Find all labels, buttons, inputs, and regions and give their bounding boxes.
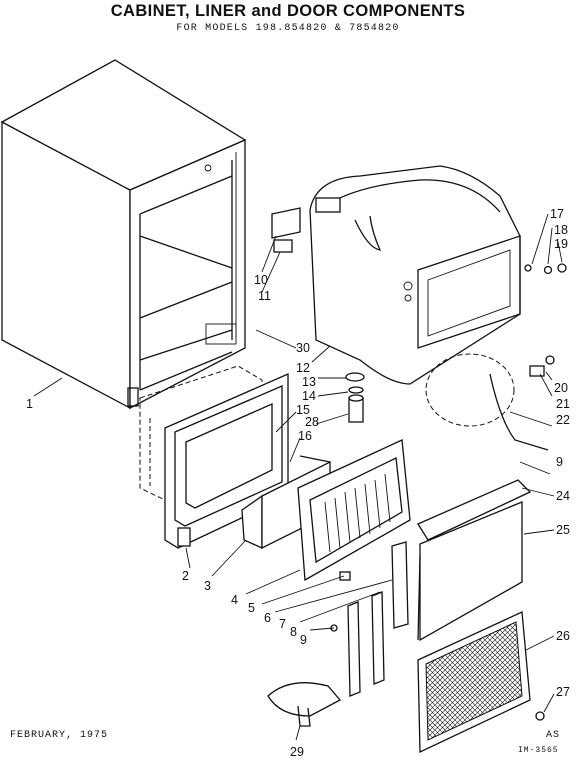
bracket-part-10-11 <box>271 207 301 253</box>
callout-18: 18 <box>554 223 568 237</box>
callout-22: 22 <box>556 413 570 427</box>
callout-5: 5 <box>248 601 255 615</box>
screws-parts-17-19 <box>524 263 567 275</box>
evaporator-grille-part-4 <box>297 439 411 582</box>
callout-30: 30 <box>296 341 310 355</box>
callout-26: 26 <box>556 629 570 643</box>
trim-parts-6-7-8 <box>330 541 409 697</box>
leader-lines <box>33 213 563 741</box>
callout-8: 8 <box>290 625 297 639</box>
callout-1: 1 <box>26 397 33 411</box>
callout-6: 6 <box>264 611 271 625</box>
callout-27: 27 <box>556 685 570 699</box>
callout-28: 28 <box>305 415 319 429</box>
callout-9-upper: 9 <box>556 455 563 469</box>
callout-7: 7 <box>279 617 286 631</box>
callout-19: 19 <box>554 237 568 251</box>
door-panel-parts-24-25 <box>417 479 532 642</box>
stack-parts-13-14-28 <box>345 372 365 423</box>
callout-2: 2 <box>182 569 189 583</box>
callout-11: 11 <box>258 289 271 303</box>
callout-10: 10 <box>254 273 268 287</box>
diagram-subtitle: FOR MODELS 198.854820 & 7854820 <box>176 23 400 34</box>
callout-20: 20 <box>554 381 568 395</box>
callout-4: 4 <box>231 593 238 607</box>
callout-numbers: 1 2 3 4 5 6 7 8 9 9 10 11 12 13 14 15 16… <box>26 207 570 759</box>
callout-12: 12 <box>296 361 310 375</box>
callout-15: 15 <box>296 403 310 417</box>
footer-date: FEBRUARY, 1975 <box>10 730 109 741</box>
callout-16: 16 <box>298 429 312 443</box>
footer-code: IM-3565 <box>518 746 559 755</box>
callout-25: 25 <box>556 523 570 537</box>
filter-grille-parts-26-27 <box>417 611 545 754</box>
callout-21: 21 <box>556 397 570 411</box>
diagram-title: CABINET, LINER and DOOR COMPONENTS <box>110 2 466 20</box>
footer-revision: AS <box>546 730 561 741</box>
callout-24: 24 <box>556 489 570 503</box>
callout-17: 17 <box>550 207 564 221</box>
cabinet-part <box>0 59 247 410</box>
callout-14: 14 <box>302 389 316 403</box>
callout-13: 13 <box>302 375 316 389</box>
liner-part-12 <box>309 165 521 385</box>
callout-29: 29 <box>290 745 304 759</box>
thermostat-parts-20-22 <box>425 353 555 451</box>
ice-scoop-part-29 <box>267 682 342 727</box>
callout-9-lower: 9 <box>300 633 307 647</box>
callout-3: 3 <box>204 579 211 593</box>
